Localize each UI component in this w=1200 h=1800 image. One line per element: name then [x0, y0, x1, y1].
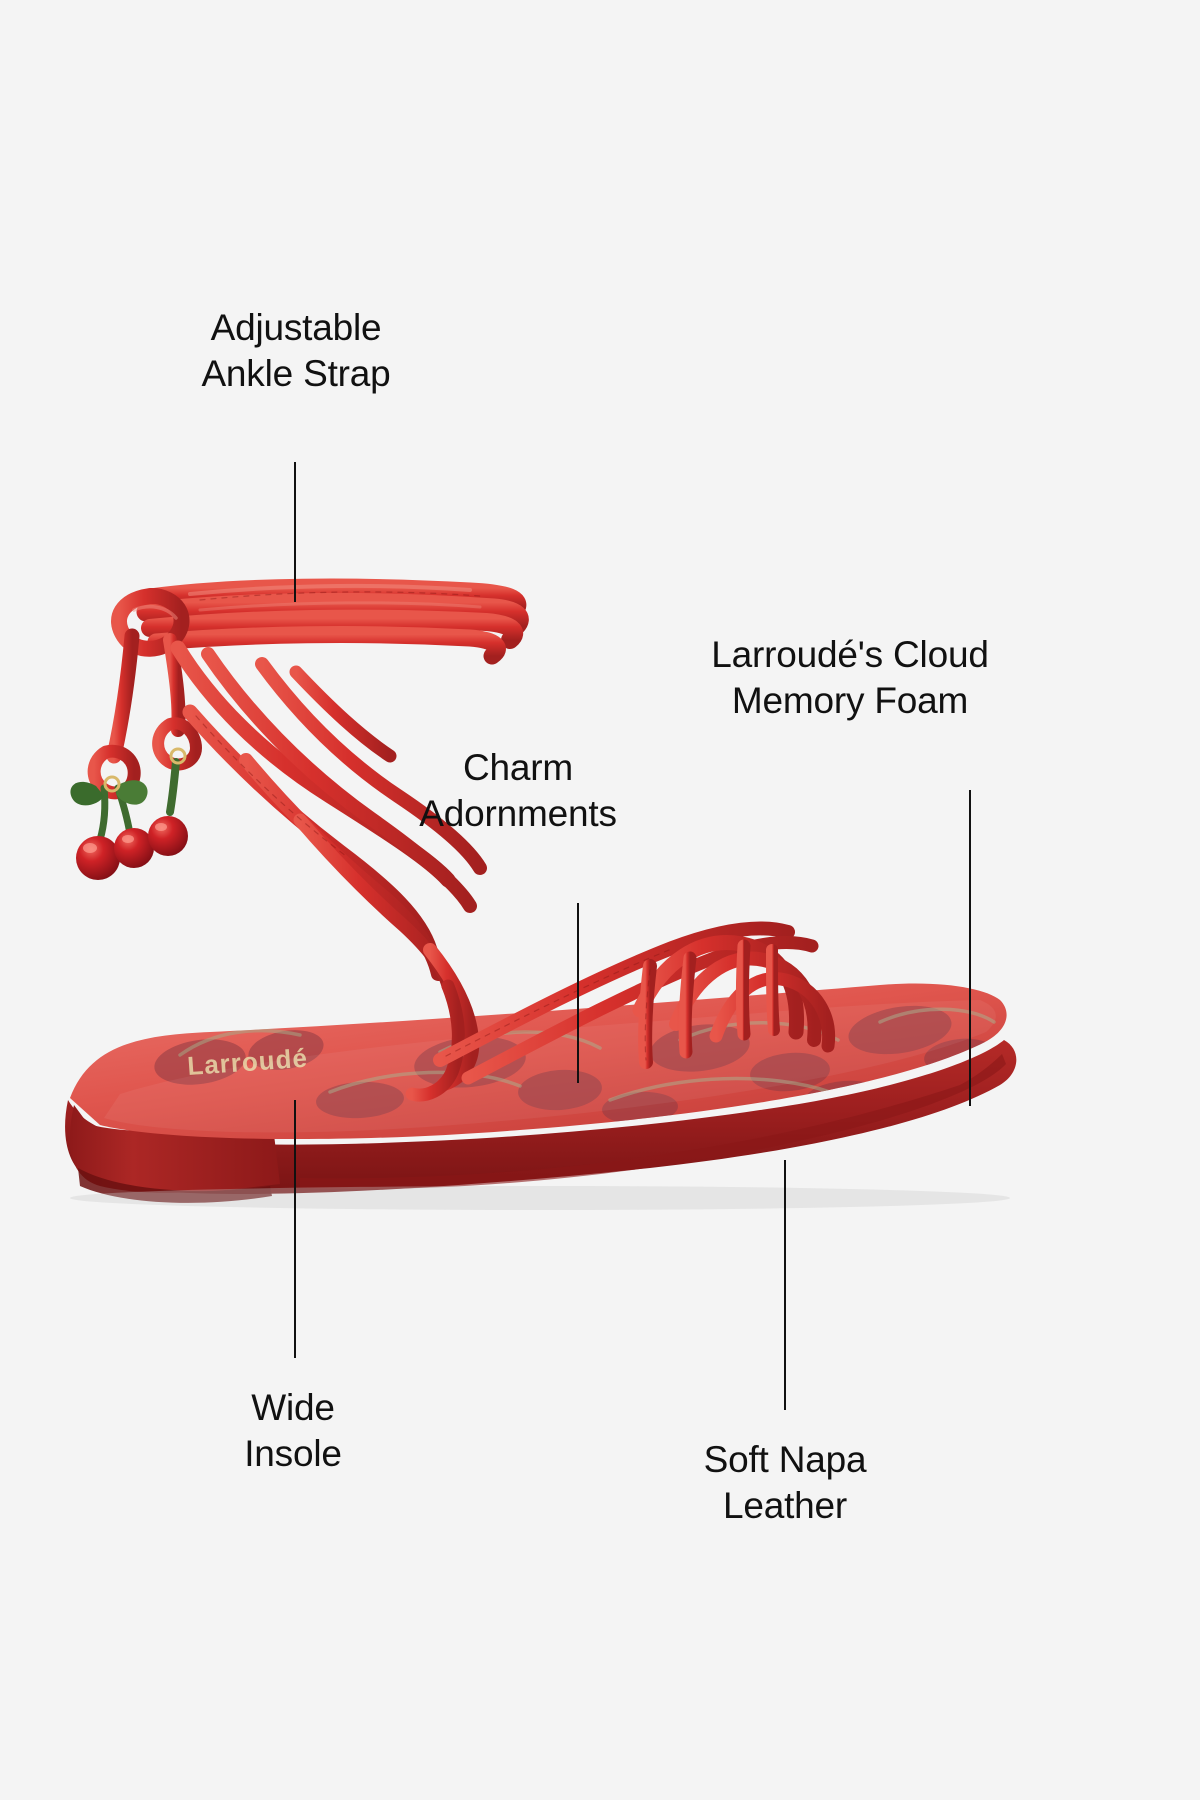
leader-line-charm-adornments: [577, 903, 579, 1083]
callout-label-soft-napa-leather: Soft Napa Leather: [703, 1439, 867, 1526]
instep-straps: [405, 921, 836, 1102]
leader-line-larroude-cloud-memory-foam: [969, 790, 971, 1106]
cherry-icon: [148, 816, 188, 856]
callout-label-wide-insole: Wide Insole: [244, 1387, 342, 1474]
charm-ring-icon: [103, 775, 121, 793]
callout-label-charm-adornments: Charm Adornments: [419, 747, 617, 834]
leader-line-soft-napa-leather: [784, 1160, 786, 1410]
cherry-icon: [114, 828, 154, 868]
product-shadow: [70, 1186, 1010, 1210]
callout-label-adjustable-ankle-strap: Adjustable Ankle Strap: [201, 307, 391, 394]
cherry-charm-single: [148, 747, 188, 856]
leader-line-wide-insole: [294, 1100, 296, 1358]
ankle-strap-bundle: [136, 578, 529, 665]
callout-label-larroude-cloud-memory-foam: Larroudé's Cloud Memory Foam: [711, 634, 989, 721]
cherry-charm-pair: [70, 780, 154, 880]
cherry-icon: [76, 836, 120, 880]
strap-group: [87, 578, 836, 1102]
leader-line-adjustable-ankle-strap: [294, 462, 296, 602]
cherry-charm-group: [70, 747, 188, 880]
ankle-strap-knot: [111, 588, 190, 657]
